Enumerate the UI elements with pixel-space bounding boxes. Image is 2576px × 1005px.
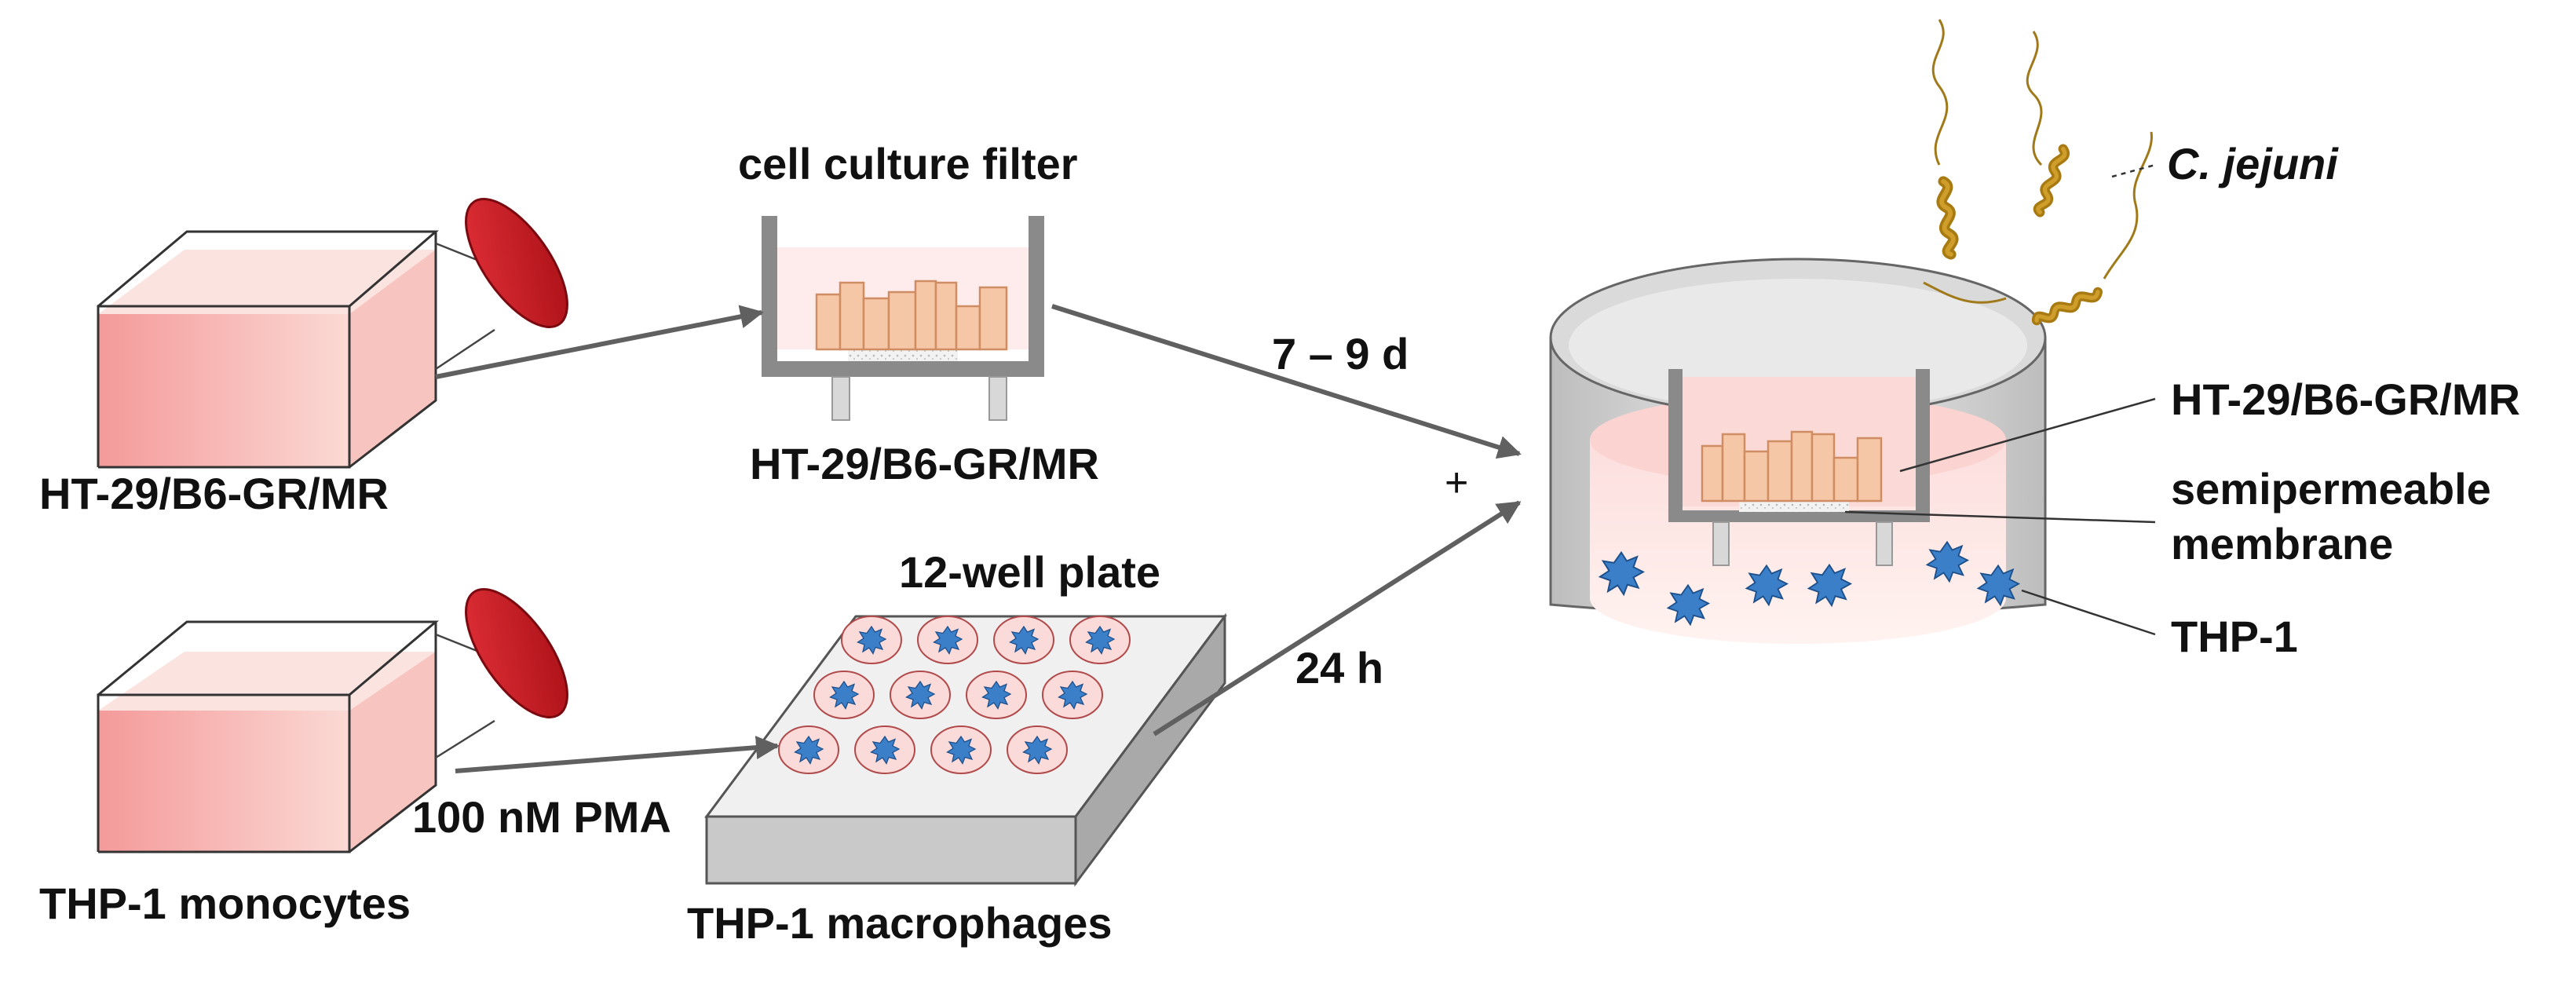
duration-filter-label: 7 – 9 d — [1272, 329, 1409, 378]
well-plate-icon — [704, 612, 1227, 887]
pma-label: 100 nM PMA — [412, 792, 671, 842]
coculture-macrophage-label: THP-1 — [2171, 612, 2298, 661]
membrane-label-line2: membrane — [2171, 519, 2393, 568]
duration-plate-label: 24 h — [1295, 643, 1383, 693]
flask-bottom-label: THP-1 monocytes — [39, 879, 411, 928]
arrow-plate-to-coculture — [1153, 500, 1522, 736]
filter-title: cell culture filter — [738, 139, 1078, 188]
bacteria-group — [1923, 19, 2153, 304]
transwell-filter-icon — [762, 216, 1044, 421]
filter-caption: HT-29/B6-GR/MR — [750, 439, 1099, 488]
spiral-bacterium-icon — [2035, 289, 2099, 323]
bacteria-label: C. jejuni — [2167, 139, 2339, 188]
flask-top-label: HT-29/B6-GR/MR — [39, 469, 389, 518]
plus-sign: + — [1445, 460, 1468, 506]
membrane-label-line1: semipermeable — [2171, 464, 2491, 513]
epithelial-cells — [815, 280, 1008, 351]
coculture-epithelial-label: HT-29/B6-GR/MR — [2171, 375, 2520, 424]
flask-bottom-icon — [97, 588, 568, 853]
arrow-flask-to-filter — [435, 305, 764, 379]
plate-caption: THP-1 macrophages — [687, 898, 1113, 948]
plate-wells — [778, 616, 1131, 774]
coculture-leader-lines — [1844, 397, 2156, 636]
plate-title: 12-well plate — [899, 547, 1160, 597]
flask-top-icon — [97, 198, 568, 469]
arrow-flask-to-plate — [455, 736, 780, 773]
coculture-epithelial-cells — [1701, 430, 1883, 502]
spiral-bacterium-icon — [1939, 181, 1955, 255]
spiral-bacterium-icon — [2037, 148, 2066, 214]
bacteria-leader-line — [2111, 163, 2156, 178]
process-arrows — [435, 304, 1522, 773]
arrow-filter-to-coculture — [1051, 304, 1522, 459]
